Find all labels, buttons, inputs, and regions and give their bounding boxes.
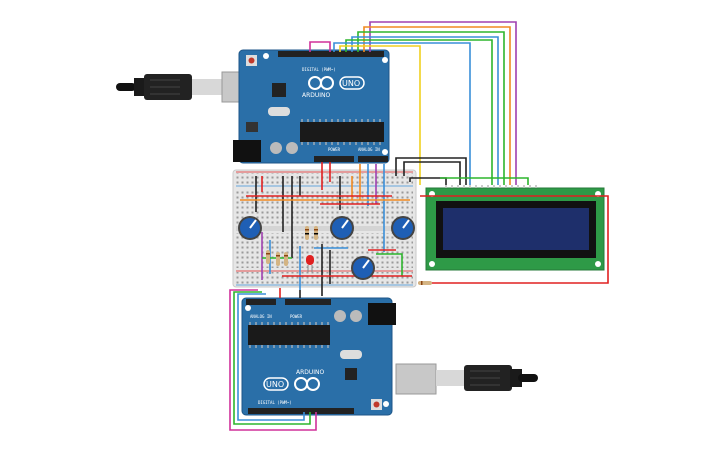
power-jack-top[interactable] xyxy=(233,140,261,162)
power-label-bottom: POWER xyxy=(290,314,303,319)
arduino-logo-bottom xyxy=(263,377,320,391)
lcd-screen xyxy=(443,208,589,250)
wire-red-power xyxy=(321,162,331,190)
potentiometer[interactable] xyxy=(391,216,415,240)
resistor[interactable] xyxy=(284,252,288,266)
wire-green-top-1 xyxy=(357,31,505,185)
wires-breadboard xyxy=(240,164,412,296)
wires-bottom-arduino xyxy=(229,288,317,431)
usb-chip-top xyxy=(272,83,286,97)
model-label-bottom: UNO xyxy=(266,380,284,389)
wires-top-to-lcd xyxy=(309,21,609,284)
arduino-top: UNO ARDUINO DIGITAL (PWM~) POWER ANALOG … xyxy=(233,49,390,164)
resistor[interactable] xyxy=(266,250,270,264)
arduino-logo-top xyxy=(308,76,365,90)
power-header-top[interactable] xyxy=(314,156,354,162)
atmega-chip-top xyxy=(300,122,384,142)
power-jack-bottom[interactable] xyxy=(368,303,396,325)
analog-header-bottom[interactable] xyxy=(285,299,331,305)
digital-label-bottom: DIGITAL (PWM~) xyxy=(258,400,292,405)
wire-green-lcd xyxy=(440,177,529,185)
potentiometer[interactable] xyxy=(351,256,375,280)
digital-label-top: DIGITAL (PWM~) xyxy=(302,67,336,72)
arduino-bottom: ANALOG IN POWER UNO ARDUINO DIGITAL (PWM… xyxy=(241,297,396,416)
wire-blue-top xyxy=(351,36,499,185)
wire-black-lcd-2 xyxy=(403,161,461,185)
wire-black-lcd-1 xyxy=(395,157,467,185)
resistor[interactable] xyxy=(418,281,432,285)
lcd-display xyxy=(425,185,605,271)
wire-black-lcd-3 xyxy=(409,177,447,185)
resistor[interactable] xyxy=(314,226,318,240)
resistor[interactable] xyxy=(276,252,280,266)
wire-yellow-top xyxy=(339,45,421,185)
digital-header-bottom[interactable] xyxy=(248,408,354,414)
atmega-chip-bottom xyxy=(248,325,330,345)
usb-chip-bottom xyxy=(345,368,357,380)
brand-label-top: ARDUINO xyxy=(302,92,331,99)
usb-cable-bottom[interactable] xyxy=(395,363,538,395)
analog-label-bottom: ANALOG IN xyxy=(250,314,272,319)
potentiometer[interactable] xyxy=(330,216,354,240)
red-led[interactable] xyxy=(306,255,314,272)
model-label-top: UNO xyxy=(342,79,360,88)
resistor[interactable] xyxy=(305,226,309,240)
power-label-top: POWER xyxy=(328,147,341,152)
brand-label-bottom: ARDUINO xyxy=(296,369,325,376)
analog-header-top[interactable] xyxy=(358,156,388,162)
wire-magenta-top xyxy=(309,41,331,52)
lcd-header-pins[interactable] xyxy=(445,185,537,188)
potentiometer[interactable] xyxy=(238,216,262,240)
wire-red-lcd xyxy=(418,195,609,284)
wire-blue-top-2 xyxy=(333,42,471,185)
analog-label-top: ANALOG IN xyxy=(358,147,380,152)
power-header-bottom[interactable] xyxy=(246,299,276,305)
digital-header-top[interactable] xyxy=(278,51,384,57)
